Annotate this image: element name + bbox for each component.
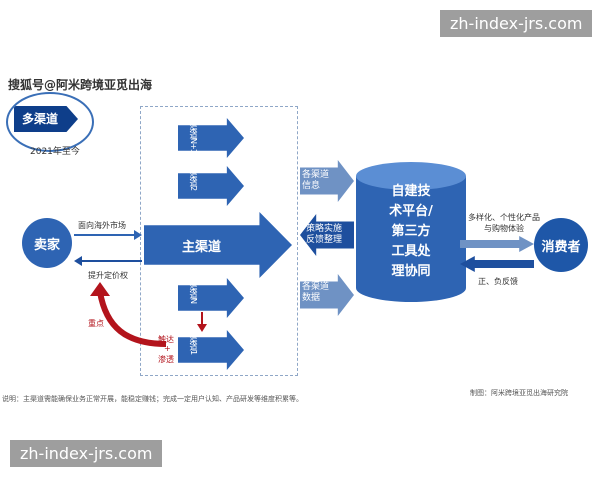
channel-data-line1: 各渠道 (302, 282, 330, 292)
channel-1-label: 渠道1 (189, 336, 198, 355)
channel-region (140, 106, 298, 376)
platform-line2: 术平台/ (389, 204, 433, 219)
focus-label: 重点 (88, 319, 104, 328)
platform-cylinder-top (356, 162, 466, 190)
seller-to-channel-arrow (74, 230, 142, 240)
from-consumer-arrow (460, 256, 534, 272)
channel-top-label: 渠道N+1 (189, 124, 198, 153)
platform-text: 自建技 术平台/ 第三方 工具处 理协同 (362, 182, 460, 282)
channel-2-label: 渠道2 (189, 172, 198, 191)
seller-node: 卖家 (22, 218, 72, 268)
channel-data-text: 各渠道 数据 (302, 282, 329, 304)
feedback-label: 正、负反馈 (478, 277, 518, 286)
footer-note: 说明：主渠道需能确保业务正常开展，能稳定赚钱；完成一定用户认知、产品研发等维度积… (2, 395, 303, 403)
consumer-node: 消费者 (534, 218, 588, 272)
pricing-label: 提升定价权 (88, 271, 128, 280)
channel-info-line1: 各渠道 (302, 170, 330, 180)
watermark-bottom: zh-index-jrs.com (10, 440, 163, 467)
platform-line1: 自建技 (391, 184, 431, 199)
main-channel-label: 主渠道 (182, 240, 222, 255)
to-consumer-arrow (460, 236, 534, 252)
badge-subtitle: 2021年至今 (30, 147, 80, 157)
feedback-line1: 策略实施 (306, 224, 343, 234)
footer-credit: 制图：阿米跨境亚觅出海研究院 (470, 389, 568, 397)
feedback-line2: 反馈整理 (306, 235, 343, 245)
feedback-text: 策略实施 反馈整理 (306, 224, 342, 246)
focus-curved-arrow (90, 282, 167, 347)
experience-text: 多样化、个性化产品 与购物体验 (464, 212, 544, 234)
platform-line5: 理协同 (391, 264, 431, 279)
plus-label: + (164, 344, 171, 353)
channel-data-line2: 数据 (302, 293, 321, 303)
penetrate-label: 渗透 (158, 355, 174, 364)
platform-cylinder (356, 176, 466, 288)
platform-line3: 第三方 (391, 224, 431, 239)
platform-line4: 工具处 (391, 244, 431, 259)
channel-info-text: 各渠道 信息 (302, 170, 329, 192)
experience-line2: 与购物体验 (484, 224, 524, 233)
badge-arrow (14, 106, 78, 132)
reach-label: 触达 (158, 335, 174, 344)
to-overseas-label: 面向海外市场 (78, 221, 126, 230)
watermark-top: zh-index-jrs.com (440, 10, 593, 37)
source-tag: 搜狐号@阿米跨境亚觅出海 (8, 78, 153, 92)
channel-n-label: 渠道N (189, 284, 198, 303)
pricing-arrow (74, 256, 142, 266)
channel-info-line2: 信息 (302, 181, 321, 191)
down-red-arrow (197, 312, 207, 332)
multi-channel-badge: 多渠道 (6, 92, 94, 152)
badge-title: 多渠道 (22, 112, 59, 126)
experience-line1: 多样化、个性化产品 (468, 213, 540, 222)
